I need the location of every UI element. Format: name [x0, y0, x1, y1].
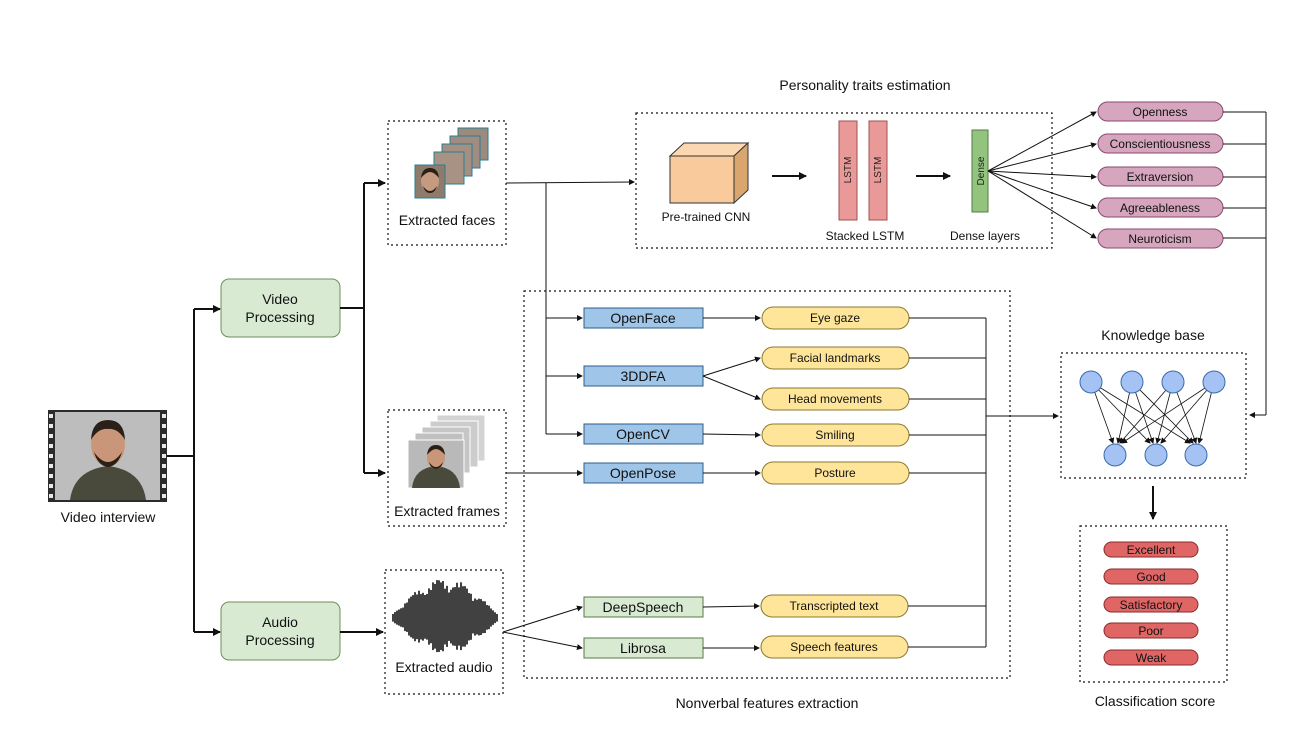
network-edges — [1090, 381, 1215, 444]
feature-label: Eye gaze — [810, 311, 860, 325]
input-node — [1120, 370, 1144, 394]
audio-processing-label-2: Processing — [245, 632, 314, 648]
score-label: Good — [1136, 570, 1165, 584]
score-label: Satisfactory — [1120, 598, 1183, 612]
classification-box — [1079, 525, 1228, 683]
lstm-label-2: LSTM — [873, 157, 884, 184]
cnn-cube — [668, 141, 750, 205]
cnn-label: Pre-trained CNN — [662, 210, 751, 224]
knowledge-base-title: Knowledge base — [1101, 327, 1205, 343]
video-processing-label-2: Processing — [245, 309, 314, 325]
extracted-frames-box — [387, 409, 507, 527]
output-node — [1184, 443, 1208, 467]
connector-dense-traits — [987, 111, 1097, 239]
trait-label: Extraversion — [1127, 170, 1194, 184]
tool-label: Librosa — [620, 640, 666, 656]
input-node — [1079, 370, 1103, 394]
dense-caption: Dense layers — [950, 229, 1020, 243]
connector-video-split — [167, 305, 221, 636]
tool-label: 3DDFA — [620, 368, 666, 384]
tool-label: OpenPose — [610, 465, 676, 481]
lstm-caption: Stacked LSTM — [826, 229, 905, 243]
frames-stack-image — [407, 414, 486, 489]
output-node — [1103, 443, 1127, 467]
score-pill: Excellent — [1103, 541, 1199, 558]
extracted-frames-label: Extracted frames — [394, 503, 500, 519]
classification-title: Classification score — [1095, 693, 1216, 709]
extracted-audio-label: Extracted audio — [395, 659, 492, 675]
audio-processing-label-1: Audio — [262, 614, 298, 630]
input-node — [1202, 370, 1226, 394]
connector-traits-kb — [1223, 111, 1267, 418]
score-pill: Good — [1103, 568, 1199, 585]
score-pill: Poor — [1103, 622, 1199, 639]
lstm-label-1: LSTM — [843, 157, 854, 184]
feature-label: Head movements — [788, 392, 882, 406]
feature-label: Posture — [814, 466, 856, 480]
tool-label: OpenFace — [610, 310, 676, 326]
tool-label: OpenCV — [616, 426, 670, 442]
tool-label: DeepSpeech — [603, 599, 684, 615]
trait-label: Openness — [1133, 105, 1188, 119]
faces-stack-image — [414, 127, 489, 199]
audio-processing-box — [220, 601, 341, 661]
trait-label: Agreeableness — [1120, 201, 1200, 215]
feature-label: Facial landmarks — [790, 351, 881, 365]
input-node — [1161, 370, 1185, 394]
trait-pill: Conscientiousness — [1097, 133, 1224, 154]
trait-pill: Neuroticism — [1097, 228, 1224, 249]
feature-label: Smiling — [815, 428, 854, 442]
connector-faces-tools — [545, 183, 583, 437]
output-node — [1144, 443, 1168, 467]
connector-tools-features — [702, 315, 761, 651]
score-label: Weak — [1136, 651, 1167, 665]
video-interview-thumbnail — [48, 410, 167, 502]
personality-title: Personality traits estimation — [779, 77, 950, 93]
dense-label: Dense — [976, 156, 987, 185]
extracted-faces-label: Extracted faces — [399, 212, 496, 228]
video-processing-box — [220, 278, 341, 338]
trait-label: Neuroticism — [1128, 232, 1191, 246]
connector-audio-tools — [502, 605, 583, 650]
audio-waveform-image — [392, 580, 498, 653]
trait-pill: Agreeableness — [1097, 197, 1224, 218]
connector-features-kb — [908, 317, 1059, 648]
trait-label: Conscientiousness — [1110, 137, 1211, 151]
video-interview-label: Video interview — [61, 509, 157, 525]
score-pill: Weak — [1103, 649, 1199, 666]
score-label: Poor — [1138, 624, 1163, 638]
video-processing-label-1: Video — [262, 291, 298, 307]
nonverbal-box — [523, 290, 1011, 679]
lstm-block-2 — [868, 120, 888, 221]
connector-faces-to-personality — [505, 179, 635, 186]
score-label: Excellent — [1127, 543, 1176, 557]
feature-label: Transcripted text — [790, 599, 880, 613]
feature-label: Speech features — [790, 640, 877, 654]
trait-pill: Openness — [1097, 101, 1224, 122]
trait-pill: Extraversion — [1097, 166, 1224, 187]
connector-video-processing — [340, 179, 386, 477]
score-pill: Satisfactory — [1103, 596, 1199, 613]
lstm-block-1 — [838, 120, 858, 221]
nonverbal-title: Nonverbal features extraction — [676, 695, 859, 711]
network-nodes — [1079, 370, 1226, 467]
